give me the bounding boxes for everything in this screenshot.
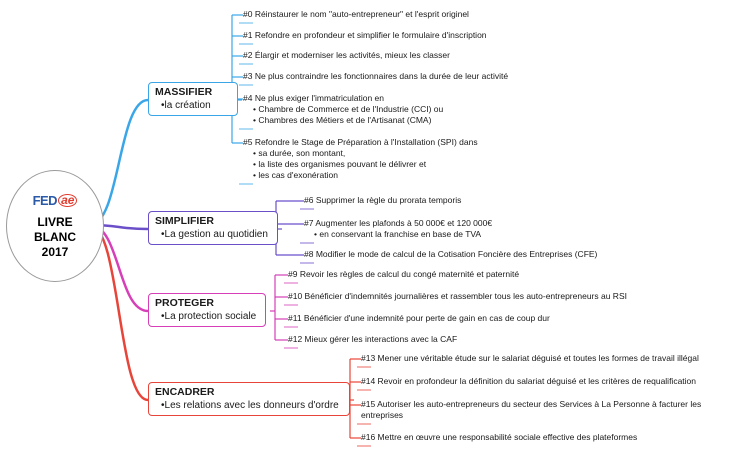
branch-title: SIMPLIFIER	[155, 215, 214, 227]
leaf-item: #4 Ne plus exiger l'immatriculation en• …	[243, 93, 443, 126]
branch-subtitle: •Les relations avec les donneurs d'ordre	[161, 400, 339, 411]
leaf-item: #0 Réinstaurer le nom "auto-entrepreneur…	[243, 9, 469, 20]
branch-subtitle: •la création	[161, 100, 211, 111]
leaf-subpoint: • sa durée, son montant,	[253, 148, 346, 158]
leaf-text: #0 Réinstaurer le nom "auto-entrepreneur…	[243, 9, 469, 19]
branch-title: ENCADRER	[155, 386, 215, 398]
leaf-subpoint: • Chambres des Métiers et de l'Artisanat…	[253, 115, 432, 125]
leaf-subpoint: • la liste des organismes pouvant le dél…	[253, 159, 427, 169]
leaf-text: #13 Mener une véritable étude sur le sal…	[361, 353, 699, 363]
central-title: LIVRE BLANC 2017	[34, 215, 76, 259]
leaf-item: #2 Élargir et moderniser les activités, …	[243, 50, 450, 61]
branch-subtitle: •La gestion au quotidien	[161, 229, 268, 240]
leaf-text: #2 Élargir et moderniser les activités, …	[243, 50, 450, 60]
leaf-item: #9 Revoir les règles de calcul du congé …	[288, 269, 519, 280]
leaf-item: #10 Bénéficier d'indemnités journalières…	[288, 291, 627, 302]
leaf-item: #7 Augmenter les plafonds à 50 000€ et 1…	[304, 218, 492, 240]
leaf-text: #5 Refondre le Stage de Préparation à l'…	[243, 137, 478, 147]
branch-encadrer: ENCADRER •Les relations avec les donneurs…	[148, 382, 350, 416]
leaf-item: #14 Revoir en profondeur la définition d…	[361, 376, 696, 387]
leaf-text: #8 Modifier le mode de calcul de la Coti…	[304, 249, 598, 259]
leaf-text: #7 Augmenter les plafonds à 50 000€ et 1…	[304, 218, 493, 228]
leaf-text: #11 Bénéficier d'une indemnité pour pert…	[288, 313, 550, 323]
leaf-subpoint: • Chambre de Commerce et de l'Industrie …	[253, 104, 444, 114]
branch-title: PROTEGER	[155, 297, 214, 309]
leaf-text: #12 Mieux gérer les interactions avec la…	[288, 334, 458, 344]
branch-proteger: PROTEGER •La protection sociale	[148, 293, 266, 327]
leaf-text: #1 Refondre en profondeur et simplifier …	[243, 30, 487, 40]
leaf-text: #4 Ne plus exiger l'immatriculation en	[243, 93, 384, 103]
leaf-item: #5 Refondre le Stage de Préparation à l'…	[243, 137, 478, 181]
branch-simplifier: SIMPLIFIER •La gestion au quotidien	[148, 211, 278, 245]
branch-massifier: MASSIFIER •la création	[148, 82, 238, 116]
leaf-item: #3 Ne plus contraindre les fonctionnaire…	[243, 71, 508, 82]
leaf-item: #1 Refondre en profondeur et simplifier …	[243, 30, 487, 41]
leaf-subpoint: entreprises	[361, 410, 404, 420]
leaf-item: #12 Mieux gérer les interactions avec la…	[288, 334, 457, 345]
fedae-logo: FED ae	[33, 189, 78, 211]
leaf-text: #10 Bénéficier d'indemnités journalières…	[288, 291, 627, 301]
central-node: FED ae LIVRE BLANC 2017	[6, 170, 104, 282]
leaf-item: #13 Mener une véritable étude sur le sal…	[361, 353, 699, 364]
leaf-item: #16 Mettre en œuvre une responsabilité s…	[361, 432, 637, 443]
leaf-subpoint: • les cas d'exonération	[253, 170, 338, 180]
leaf-text: #9 Revoir les règles de calcul du congé …	[288, 269, 520, 279]
leaf-item: #15 Autoriser les auto-entrepreneurs du …	[361, 399, 701, 421]
leaf-text: #3 Ne plus contraindre les fonctionnaire…	[243, 71, 509, 81]
leaf-text: #6 Supprimer la règle du prorata tempori…	[304, 195, 462, 205]
leaf-text: #15 Autoriser les auto-entrepreneurs du …	[361, 399, 702, 409]
leaf-item: #8 Modifier le mode de calcul de la Coti…	[304, 249, 597, 260]
branch-title: MASSIFIER	[155, 86, 213, 98]
leaf-text: #16 Mettre en œuvre une responsabilité s…	[361, 432, 638, 442]
logo-mark: ae	[58, 193, 78, 207]
logo-text: FED	[32, 192, 58, 208]
leaf-subpoint: • en conservant la franchise en base de …	[314, 229, 482, 239]
leaf-text: #14 Revoir en profondeur la définition d…	[361, 376, 697, 386]
leaf-item: #11 Bénéficier d'une indemnité pour pert…	[288, 313, 550, 324]
leaf-item: #6 Supprimer la règle du prorata tempori…	[304, 195, 461, 206]
branch-subtitle: •La protection sociale	[161, 311, 257, 322]
